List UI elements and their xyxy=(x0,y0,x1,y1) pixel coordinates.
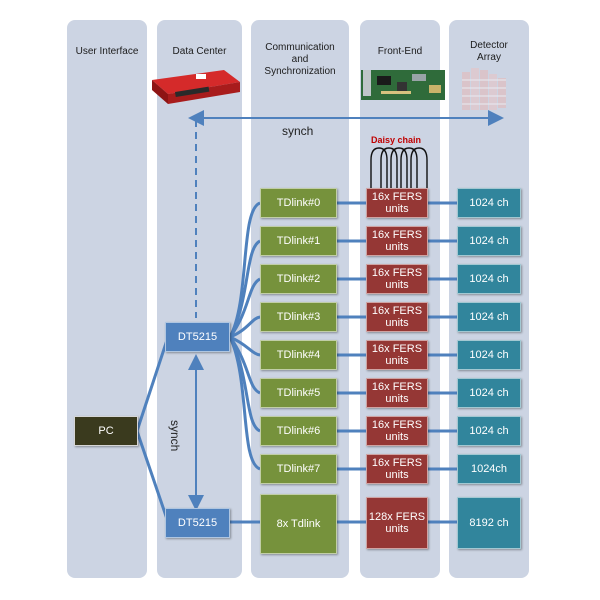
channel-label: 1024 ch xyxy=(469,311,509,323)
column-header-front-end: Front-End xyxy=(377,46,423,57)
fers-label: 16x FERS units xyxy=(371,343,423,367)
tdlink-box-5: TDlink#5 xyxy=(260,378,337,408)
fers-box-aggregate: 128x FERS units xyxy=(366,497,428,549)
channel-box-5: 1024 ch xyxy=(457,378,521,408)
tdlink-aggregate-label: 8x Tdlink xyxy=(276,518,321,530)
dt5215-box-top: DT5215 xyxy=(165,322,230,352)
tdlink-box-0: TDlink#0 xyxy=(260,188,337,218)
tdlink-label: TDlink#7 xyxy=(276,463,321,475)
fers-board-image xyxy=(361,70,445,100)
channel-label: 1024 ch xyxy=(469,387,509,399)
fers-box-1: 16x FERS units xyxy=(366,226,428,256)
tdlink-label: TDlink#1 xyxy=(276,235,321,247)
channel-label: 1024 ch xyxy=(469,425,509,437)
fers-box-6: 16x FERS units xyxy=(366,416,428,446)
channel-label: 1024 ch xyxy=(469,235,509,247)
channel-aggregate-label: 8192 ch xyxy=(469,517,509,529)
pc-label: PC xyxy=(98,425,114,437)
fers-label: 16x FERS units xyxy=(371,229,423,253)
synch-label-vertical: synch xyxy=(168,420,182,452)
synch-label-top: synch xyxy=(282,124,314,138)
fers-box-4: 16x FERS units xyxy=(366,340,428,370)
channel-box-6: 1024 ch xyxy=(457,416,521,446)
channel-label: 1024 ch xyxy=(469,349,509,361)
detector-array-image xyxy=(462,68,506,110)
tdlink-label: TDlink#4 xyxy=(276,349,321,361)
column-header-data-center: Data Center xyxy=(172,46,227,57)
dt5215-box-bottom: DT5215 xyxy=(165,508,230,538)
daisy-chain-loops xyxy=(370,147,428,188)
fers-label: 16x FERS units xyxy=(371,419,423,443)
column-header-communication: Communication and Synchronization xyxy=(264,42,336,77)
fers-box-7: 16x FERS units xyxy=(366,454,428,484)
tdlink-label: TDlink#0 xyxy=(276,197,321,209)
tdlink-box-3: TDlink#3 xyxy=(260,302,337,332)
link-pc-dt5215-top xyxy=(135,336,170,432)
tdlink-box-4: TDlink#4 xyxy=(260,340,337,370)
fanout-links xyxy=(228,201,261,471)
fers-label: 16x FERS units xyxy=(371,457,423,481)
tdlink-label: TDlink#2 xyxy=(276,273,321,285)
channel-box-7: 1024ch xyxy=(457,454,521,484)
channel-box-3: 1024 ch xyxy=(457,302,521,332)
channel-box-0: 1024 ch xyxy=(457,188,521,218)
column-user-interface: User Interface xyxy=(67,20,147,578)
column-header-user-interface: User Interface xyxy=(75,46,139,57)
channel-box-4: 1024 ch xyxy=(457,340,521,370)
channel-box-2: 1024 ch xyxy=(457,264,521,294)
fers-box-5: 16x FERS units xyxy=(366,378,428,408)
row-links xyxy=(337,201,457,524)
fers-label: 16x FERS units xyxy=(371,267,423,291)
fers-aggregate-label: 128x FERS units xyxy=(368,511,426,535)
tdlink-label: TDlink#6 xyxy=(276,425,321,437)
column-header-detector-array: Detector Array xyxy=(470,40,508,63)
dt5215-label-bottom: DT5215 xyxy=(177,517,218,529)
channel-label: 1024 ch xyxy=(469,273,509,285)
tdlink-box-1: TDlink#1 xyxy=(260,226,337,256)
channel-label: 1024ch xyxy=(470,463,508,475)
pc-box: PC xyxy=(74,416,138,446)
tdlink-box-7: TDlink#7 xyxy=(260,454,337,484)
dt5215-label-top: DT5215 xyxy=(177,331,218,343)
daisy-chain-label: Daisy chain xyxy=(371,135,422,145)
fers-box-0: 16x FERS units xyxy=(366,188,428,218)
channel-box-1: 1024 ch xyxy=(457,226,521,256)
tdlink-label: TDlink#5 xyxy=(276,387,321,399)
fers-label: 16x FERS units xyxy=(371,191,423,215)
channel-box-aggregate: 8192 ch xyxy=(457,497,521,549)
link-pc-dt5215-bottom xyxy=(135,430,170,523)
tdlink-box-6: TDlink#6 xyxy=(260,416,337,446)
tdlink-box-2: TDlink#2 xyxy=(260,264,337,294)
dt5215-device-image xyxy=(152,70,240,104)
fers-box-2: 16x FERS units xyxy=(366,264,428,294)
tdlink-box-aggregate: 8x Tdlink xyxy=(260,494,337,554)
channel-label: 1024 ch xyxy=(469,197,509,209)
fers-label: 16x FERS units xyxy=(371,305,423,329)
tdlink-label: TDlink#3 xyxy=(276,311,321,323)
fers-label: 16x FERS units xyxy=(371,381,423,405)
fers-box-3: 16x FERS units xyxy=(366,302,428,332)
